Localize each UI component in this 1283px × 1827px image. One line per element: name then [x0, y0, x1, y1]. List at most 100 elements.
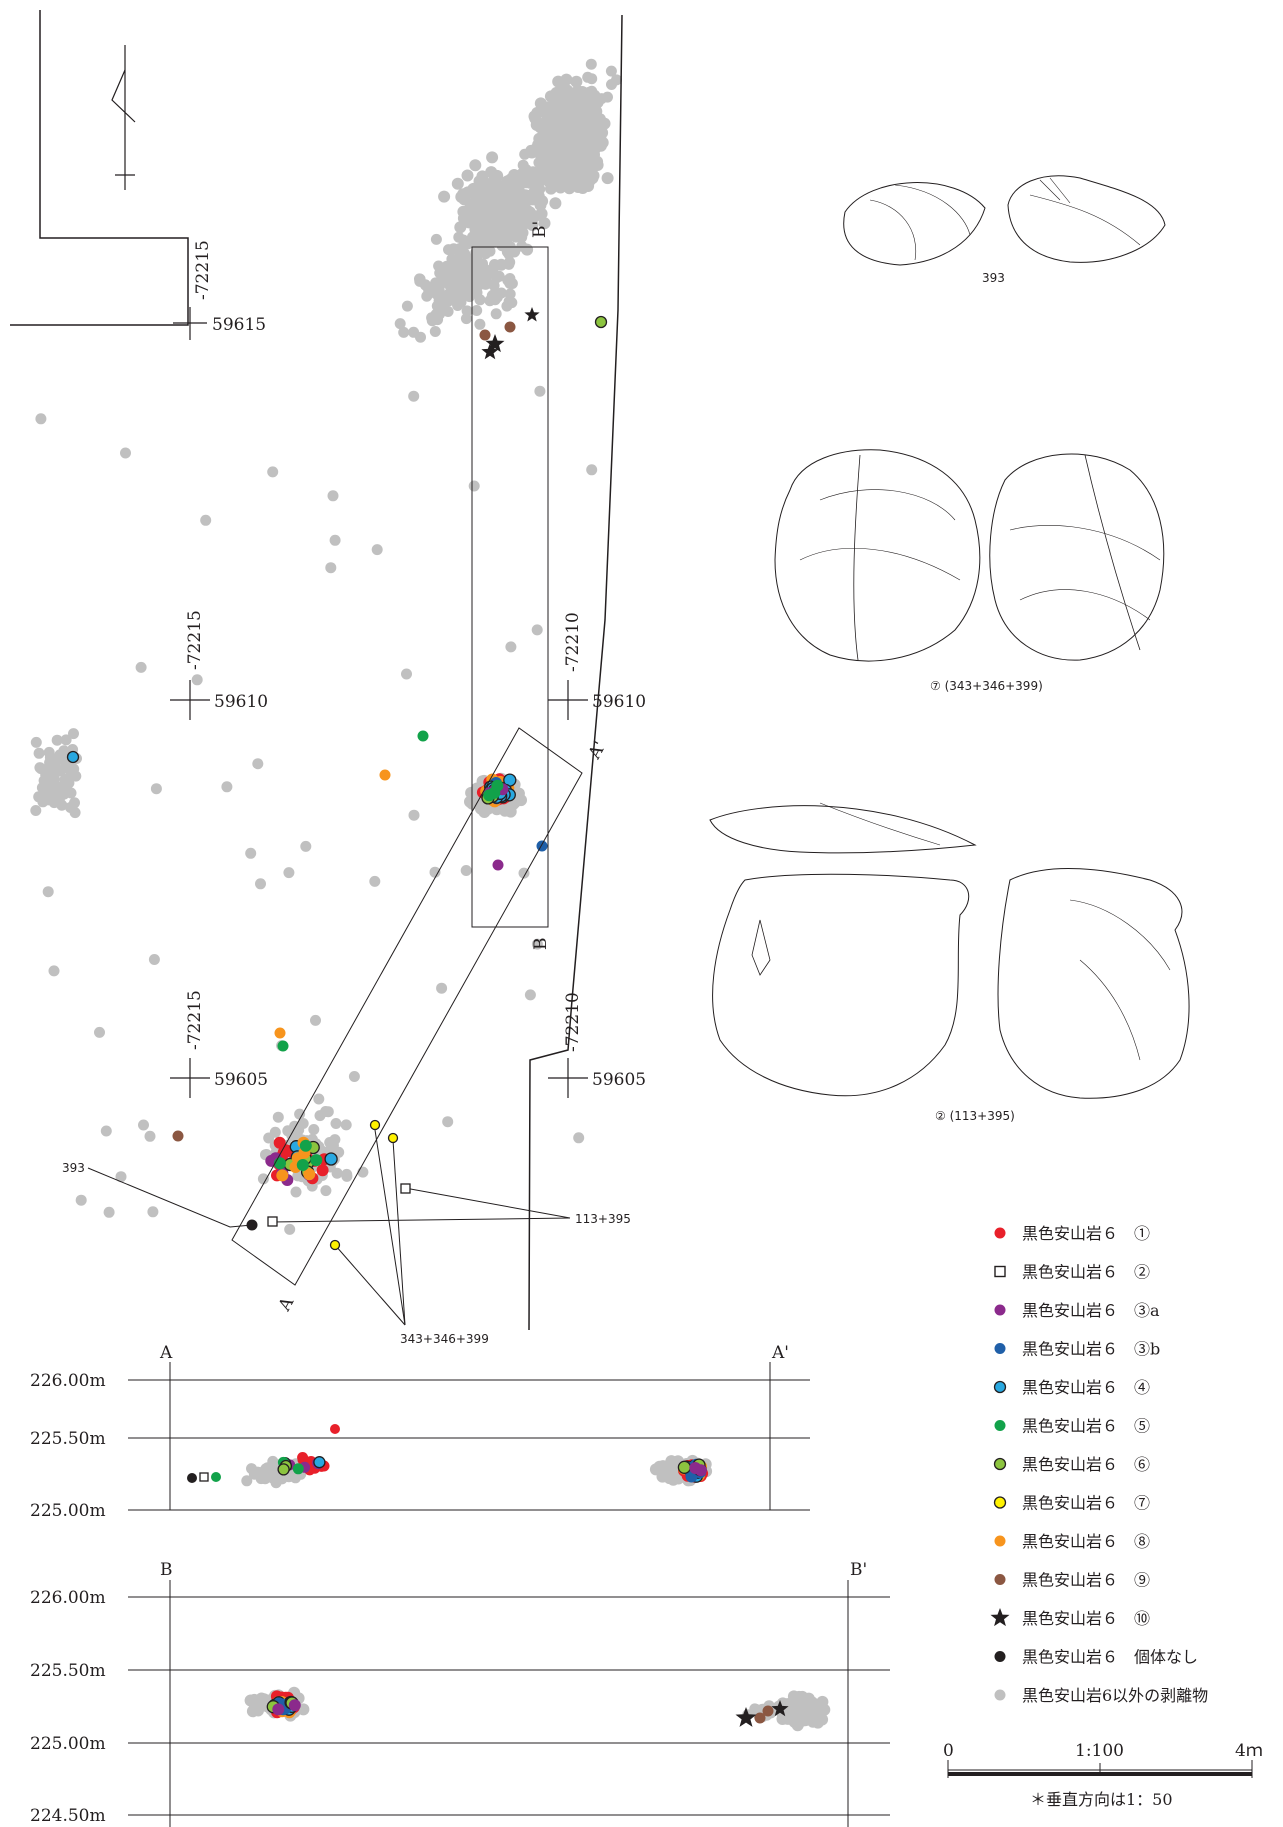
other-debitage-point: [340, 1119, 352, 1131]
refit-group-point: [299, 1139, 312, 1152]
other-debitage-point: [430, 308, 442, 320]
other-debitage-point: [490, 308, 502, 320]
other-debitage-point: [564, 157, 577, 170]
other-debitage-point: [531, 624, 543, 636]
other-debitage-point: [341, 1168, 353, 1180]
refit-group-point: [594, 315, 608, 329]
scatter-other-debitage: [30, 58, 831, 1732]
legend-swatch: [990, 1608, 1010, 1627]
other-debitage-point: [40, 769, 52, 781]
section-point: [689, 1462, 702, 1474]
refit-group-point: [491, 779, 504, 792]
other-debitage-point: [535, 151, 547, 163]
other-debitage-point: [263, 1132, 275, 1144]
legend-swatch: [994, 1651, 1006, 1662]
other-debitage-point: [408, 326, 420, 338]
legend-swatch: [994, 1535, 1006, 1547]
other-debitage-point: [471, 213, 484, 226]
other-debitage-point: [43, 786, 55, 798]
other-debitage-point: [453, 267, 465, 279]
section-a-a-prime: [128, 1362, 810, 1511]
other-debitage-point: [327, 490, 339, 502]
section-point: [292, 1463, 304, 1475]
legend-label: 黒色安山岩６ ④: [1022, 1378, 1150, 1397]
other-debitage-point: [94, 1026, 105, 1038]
other-debitage-point: [300, 840, 312, 852]
other-debitage-point: [539, 121, 550, 132]
refit-group-point: [274, 1027, 286, 1039]
other-debitage-point: [429, 326, 441, 337]
other-debitage-point: [437, 273, 449, 285]
grid-north-label: 59610: [214, 692, 268, 712]
other-debitage-point: [513, 172, 525, 184]
other-debitage-point: [453, 244, 465, 256]
other-debitage-point: [557, 148, 570, 160]
other-debitage-point: [538, 217, 551, 230]
excavation-boundary-left: [10, 10, 189, 326]
other-debitage-point: [35, 413, 47, 425]
other-debitage-point: [493, 270, 505, 282]
legend-swatch: [994, 1420, 1006, 1431]
artifact-2-caption: ② (113+395): [935, 1109, 1015, 1123]
other-debitage-point: [147, 1206, 159, 1218]
other-debitage-point: [524, 206, 536, 218]
other-debitage-point: [33, 747, 45, 759]
section-star: [771, 1700, 789, 1717]
other-debitage-point: [554, 97, 566, 109]
other-debitage-point: [596, 93, 608, 105]
other-debitage-point: [474, 294, 486, 306]
section-a-start: A: [159, 1343, 173, 1363]
other-debitage-point: [605, 65, 617, 77]
other-debitage-point: [221, 781, 233, 793]
other-debitage-point: [320, 1185, 332, 1197]
other-debitage-point: [504, 288, 516, 300]
section-point: [677, 1460, 692, 1474]
section-point: [272, 1703, 285, 1716]
other-debitage-point: [438, 190, 451, 203]
other-debitage-point: [460, 865, 472, 876]
other-debitage-point: [474, 318, 486, 330]
other-debitage-point: [601, 172, 614, 185]
other-debitage-point: [477, 258, 488, 270]
other-debitage-point: [446, 272, 458, 284]
other-debitage-point: [314, 1110, 326, 1122]
other-debitage-point: [594, 130, 607, 143]
section-point: [241, 1475, 253, 1487]
scale-max: 4ｍ: [1235, 1741, 1263, 1761]
section-point: [211, 1472, 221, 1482]
other-debitage-point: [505, 641, 517, 653]
other-debitage-point: [313, 1093, 325, 1105]
other-debitage-point: [531, 938, 543, 950]
refit-group-point: [536, 840, 548, 852]
other-debitage-point: [148, 954, 160, 965]
other-debitage-point: [272, 1111, 284, 1123]
artifact-393-caption: 393: [982, 271, 1005, 285]
scale-zero: 0: [943, 1741, 954, 1761]
legend-swatch: [993, 1496, 1007, 1509]
other-debitage-point: [531, 188, 543, 200]
legend-swatch: [993, 1457, 1007, 1471]
other-debitage-point: [120, 447, 131, 459]
other-debitage-point: [496, 205, 508, 216]
other-debitage-point: [506, 297, 518, 309]
other-debitage-point: [430, 233, 442, 245]
other-debitage-point: [443, 244, 454, 256]
callout-113-395: 113+395: [575, 1212, 631, 1226]
section-point: [791, 1702, 804, 1715]
refit-group-point: [303, 1168, 316, 1181]
other-debitage-point: [200, 514, 212, 526]
section-b-prime-marker: B': [530, 221, 550, 238]
section-point: [246, 1463, 257, 1475]
other-debitage-point: [468, 258, 480, 270]
other-debitage-point: [491, 291, 503, 303]
north-arrow-icon: [111, 45, 136, 190]
other-debitage-point: [548, 171, 560, 183]
other-debitage-point: [503, 248, 515, 260]
other-debitage-point: [441, 260, 453, 272]
other-debitage-point: [457, 188, 470, 201]
section-point: [788, 1716, 801, 1728]
section-point: [244, 1694, 257, 1707]
other-debitage-point: [573, 1132, 585, 1144]
section-point: [801, 1706, 814, 1719]
